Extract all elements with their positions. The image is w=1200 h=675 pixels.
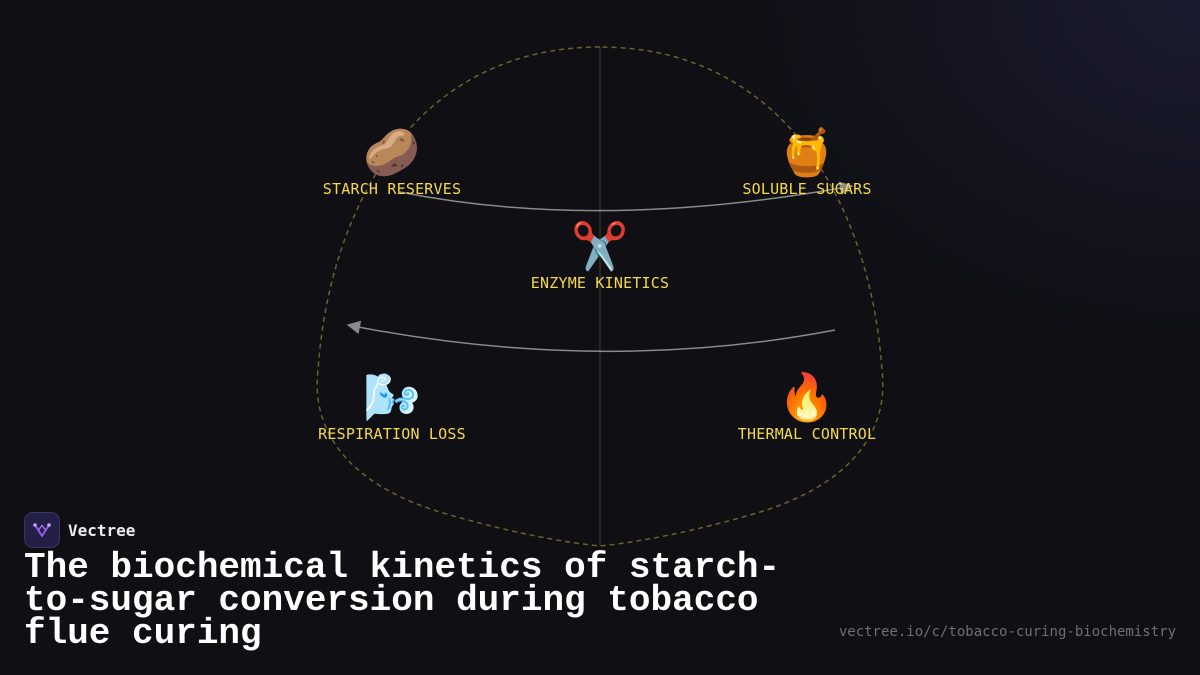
- node-label: RESPIRATION LOSS: [318, 425, 466, 443]
- fire-icon: 🔥: [778, 370, 836, 424]
- node-starch-reserves: 🥔 STARCH RESERVES: [323, 126, 461, 198]
- source-url: vectree.io/c/tobacco-curing-biochemistry: [838, 624, 1176, 640]
- page-title: The biochemical kinetics of starch-to-su…: [24, 547, 781, 654]
- brand: Vectree: [24, 512, 135, 548]
- leaf-outline: [316, 46, 884, 547]
- node-respiration-loss: 🌬️ RESPIRATION LOSS: [318, 371, 466, 443]
- node-soluble-sugars: 🍯 SOLUBLE SUGARS: [742, 126, 871, 198]
- node-enzyme-kinetics: ✂️ ENZYME KINETICS: [531, 220, 669, 292]
- node-label: STARCH RESERVES: [322, 180, 462, 198]
- brand-name: Vectree: [68, 520, 136, 540]
- node-label: ENZYME KINETICS: [530, 274, 670, 292]
- node-label: THERMAL CONTROL: [737, 425, 877, 443]
- node-label: SOLUBLE SUGARS: [742, 180, 872, 198]
- potato-icon: 🥔: [363, 125, 421, 179]
- arrow-thermal-to-respiration: [346, 320, 836, 353]
- honey-pot-icon: 🍯: [778, 125, 836, 179]
- node-thermal-control: 🔥 THERMAL CONTROL: [738, 371, 876, 443]
- wind-face-icon: 🌬️: [363, 370, 421, 424]
- scissors-icon: ✂️: [571, 219, 629, 273]
- arrow-starch-to-sugars: [399, 181, 854, 212]
- vectree-logo-icon: [24, 512, 60, 548]
